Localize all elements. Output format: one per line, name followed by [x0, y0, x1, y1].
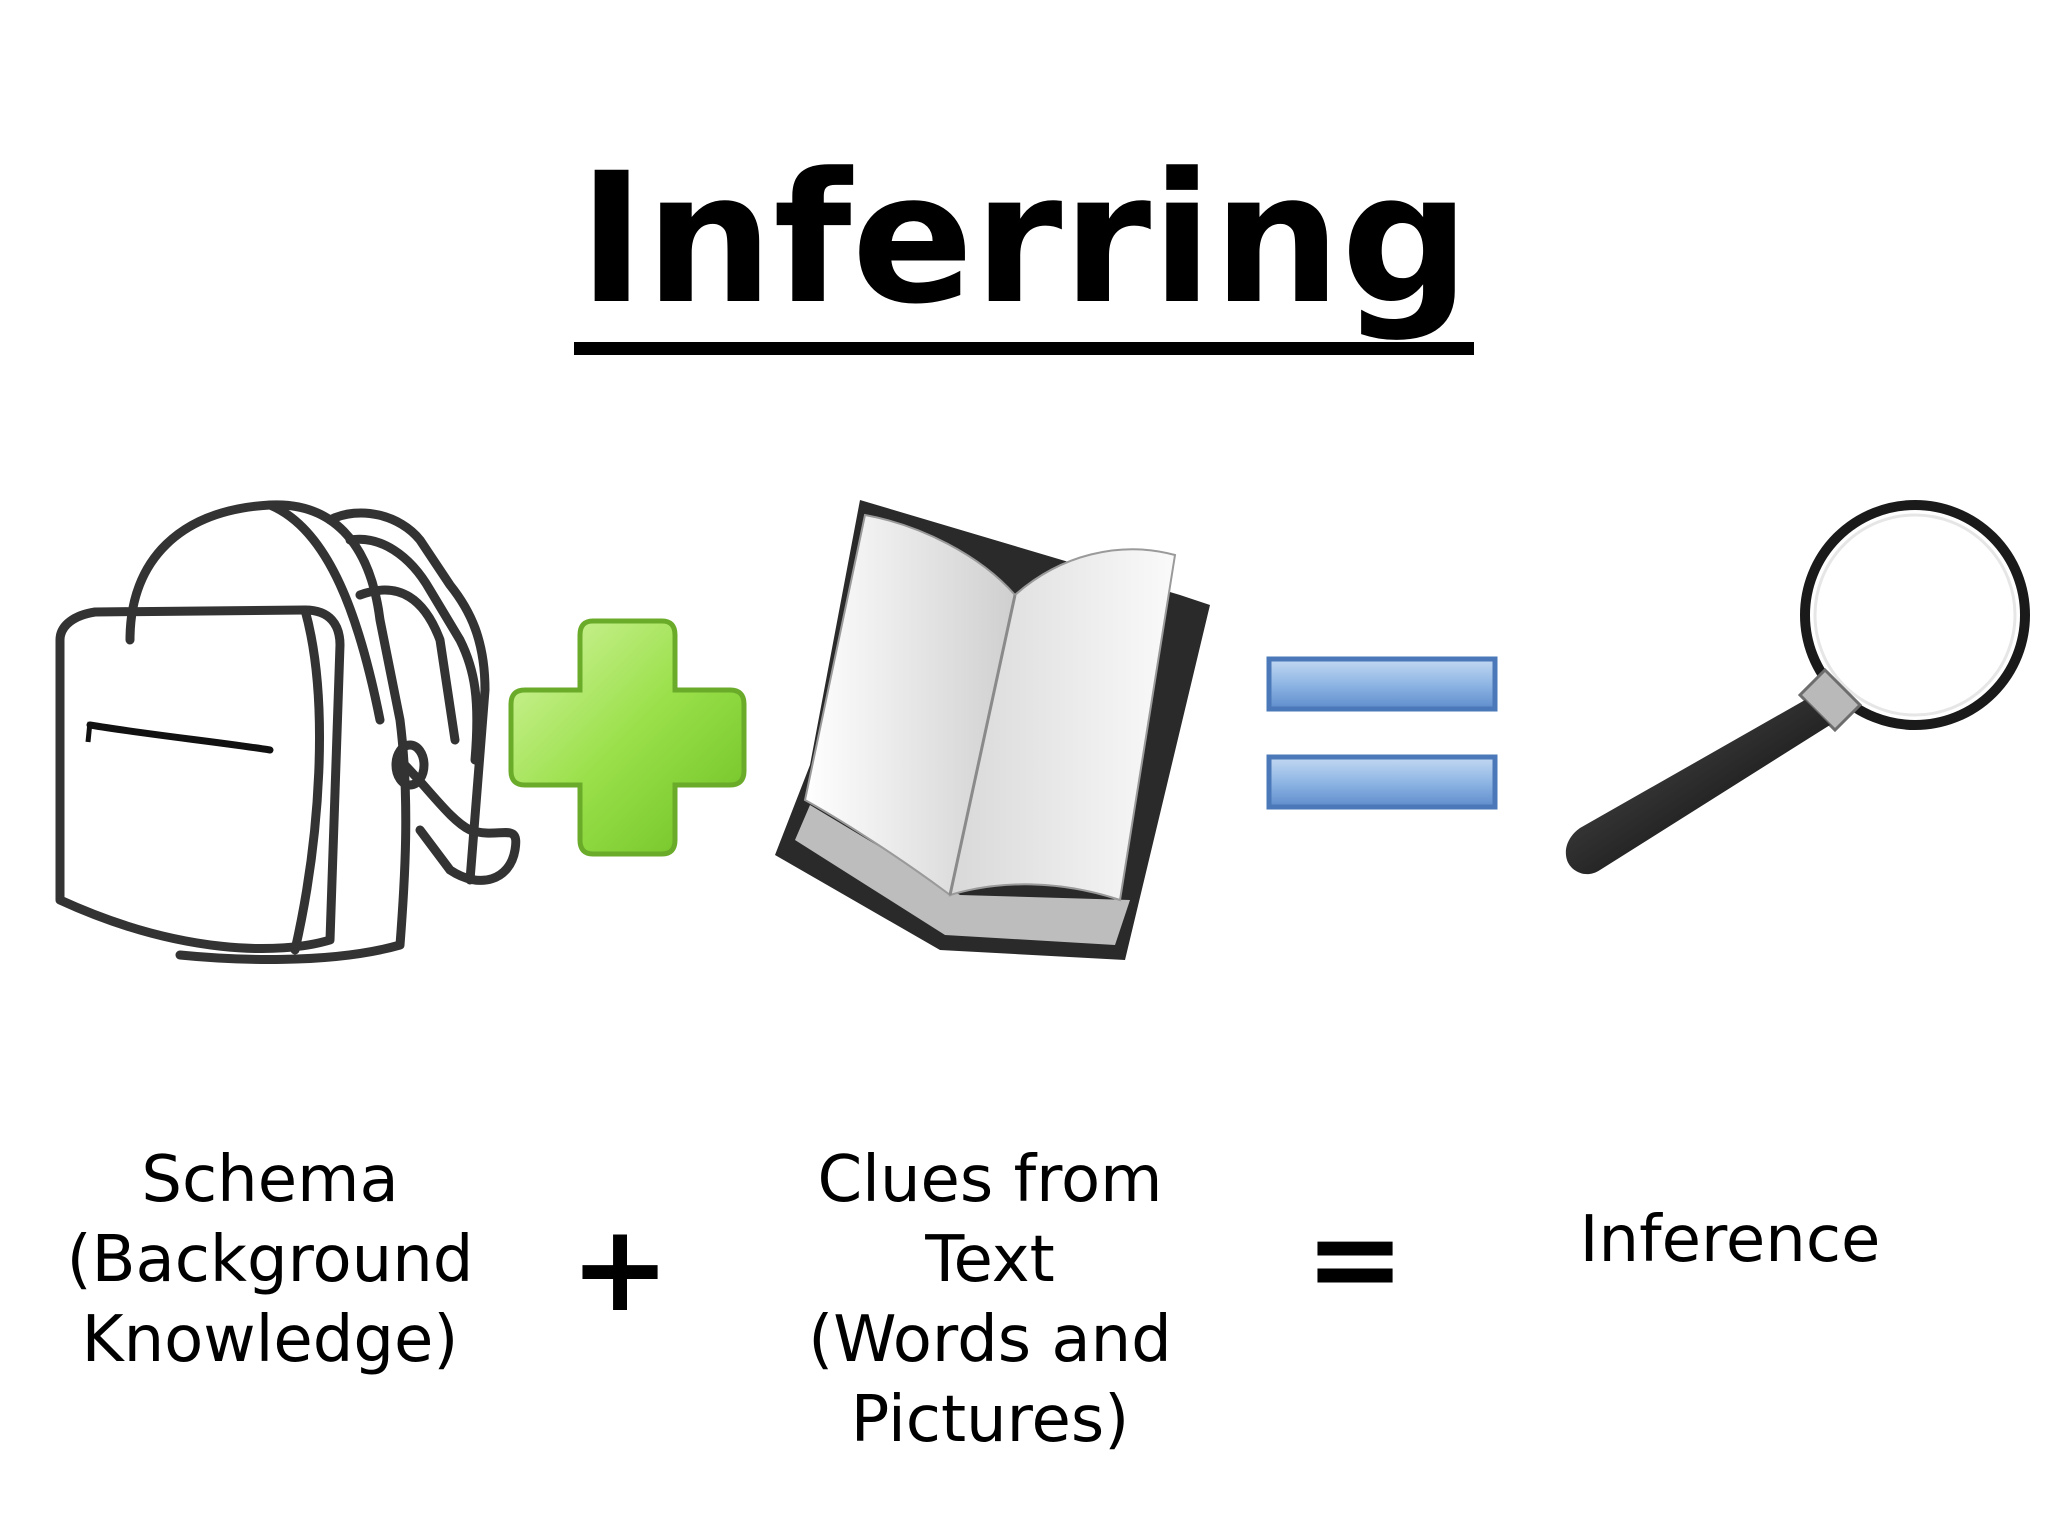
label-schema: Schema (Background Knowledge)	[66, 1143, 474, 1377]
green-plus-icon	[508, 618, 747, 857]
blue-equals-icon	[1266, 656, 1498, 810]
equals-operator: =	[1304, 1190, 1406, 1329]
page-title: Inferring	[0, 150, 2048, 355]
magnifying-glass-icon	[1565, 500, 2030, 875]
label-inference: Inference	[1579, 1203, 1881, 1277]
plus-operator: +	[569, 1200, 671, 1339]
open-book-icon	[775, 500, 1210, 960]
backpack-icon	[55, 500, 521, 964]
label-clues-from-text: Clues from Text (Words and Pictures)	[808, 1143, 1172, 1457]
title-text: Inferring	[574, 150, 1474, 355]
